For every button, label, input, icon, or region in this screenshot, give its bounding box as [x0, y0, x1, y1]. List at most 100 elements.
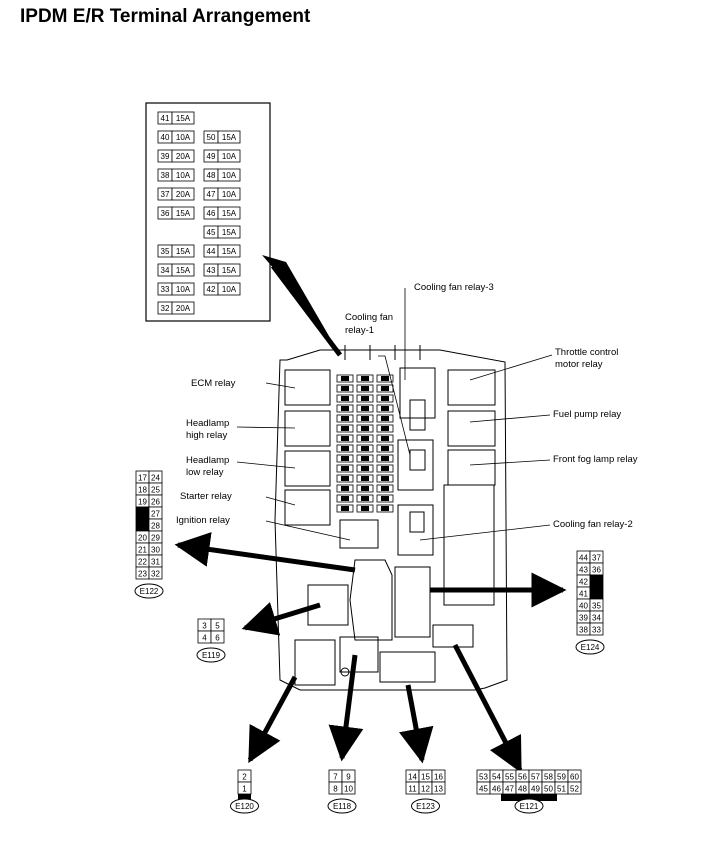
ignition-relay-label: Ignition relay — [176, 515, 230, 526]
terminal-cell — [589, 586, 604, 600]
mini-fuse-blade — [381, 406, 389, 411]
terminal-number: 28 — [151, 522, 160, 531]
fuse-rating: 15A — [222, 247, 237, 256]
mini-fuse-blade — [381, 486, 389, 491]
terminal-cell — [431, 781, 446, 795]
terminal-number: 33 — [592, 626, 601, 635]
mini-fuse-blade — [381, 476, 389, 481]
mini-fuse-blade — [361, 406, 369, 411]
mini-fuse-blade — [361, 446, 369, 451]
fuse-number: 35 — [161, 247, 170, 256]
mini-fuse-blade — [361, 496, 369, 501]
fuse-entry: 34 15A — [157, 263, 195, 277]
terminal-number: 27 — [151, 510, 160, 519]
terminal-number: 44 — [579, 554, 588, 563]
mini-fuse-blade — [361, 466, 369, 471]
connector-label-badge — [196, 647, 226, 663]
mini-fuse-blade — [341, 436, 349, 441]
fuse-rating: 10A — [222, 285, 237, 294]
mini-fuse-blade — [381, 396, 389, 401]
connector-label-badge — [327, 798, 357, 814]
terminal-number: 17 — [138, 474, 147, 483]
terminal-number: 15 — [421, 773, 430, 782]
terminal-number: 9 — [346, 773, 351, 782]
mini-fuse-blade — [341, 496, 349, 501]
terminal-number: 19 — [138, 498, 147, 507]
fuse-number: 40 — [161, 133, 170, 142]
terminal-number: 13 — [434, 785, 443, 794]
mini-fuse-blade — [361, 456, 369, 461]
terminal-number: 59 — [557, 773, 566, 782]
terminal-number: 3 — [202, 622, 207, 631]
fuse-rating: 15A — [222, 266, 237, 275]
fuse-block — [336, 374, 394, 513]
fuse-rating: 10A — [222, 152, 237, 161]
mini-fuse-blade — [341, 446, 349, 451]
terminal-cell — [341, 781, 356, 795]
terminal-number: 57 — [531, 773, 540, 782]
throttle-control-relay-label-1: Throttle control — [555, 347, 618, 358]
cooling-fan-relay-3-label: Cooling fan relay-3 — [414, 282, 494, 293]
fuse-number: 39 — [161, 152, 170, 161]
connector-label: E123 — [416, 802, 435, 811]
terminal-number: 25 — [151, 486, 160, 495]
fuse-rating: 15A — [176, 266, 191, 275]
mini-fuse-blade — [381, 426, 389, 431]
terminal-number: 5 — [215, 622, 220, 631]
mini-fuse-blade — [341, 396, 349, 401]
terminal-number: 31 — [151, 558, 160, 567]
terminal-number: 38 — [579, 626, 588, 635]
terminal-number: 11 — [408, 785, 417, 794]
fuse-number: 36 — [161, 209, 170, 218]
terminal-cell — [148, 566, 163, 580]
mini-fuse-blade — [341, 506, 349, 511]
terminal-number: 41 — [579, 590, 588, 599]
terminal-number: 60 — [570, 773, 579, 782]
mini-fuse-blade — [381, 386, 389, 391]
mini-fuse-blade — [361, 416, 369, 421]
connector-label-badge — [411, 798, 440, 814]
fuse-number: 38 — [161, 171, 170, 180]
connector-label: E120 — [235, 802, 254, 811]
mini-fuse-blade — [341, 406, 349, 411]
terminal-number: 53 — [479, 773, 488, 782]
fuse-rating: 15A — [222, 228, 237, 237]
terminal-cell — [589, 622, 604, 636]
fuse-number: 33 — [161, 285, 170, 294]
mini-fuse-blade — [361, 476, 369, 481]
fuse-rating: 20A — [176, 190, 191, 199]
mini-fuse-blade — [361, 436, 369, 441]
terminal-number: 1 — [242, 785, 247, 794]
terminal-number: 26 — [151, 498, 160, 507]
connector-label-badge — [514, 798, 544, 814]
mini-fuse-blade — [381, 376, 389, 381]
terminal-number: 54 — [492, 773, 501, 782]
terminal-number: 42 — [579, 578, 588, 587]
connector-label-badge — [134, 583, 164, 599]
terminal-number: 40 — [579, 602, 588, 611]
terminal-number: 10 — [344, 785, 353, 794]
mini-fuse-blade — [341, 416, 349, 421]
terminal-number: 55 — [505, 773, 514, 782]
terminal-number: 46 — [492, 785, 501, 794]
mini-fuse-blade — [381, 506, 389, 511]
mini-fuse-blade — [341, 486, 349, 491]
fuse-number: 34 — [161, 266, 170, 275]
starter-relay-label: Starter relay — [180, 491, 232, 502]
terminal-number: 16 — [434, 773, 443, 782]
fuse-rating: 15A — [222, 209, 237, 218]
terminal-number: 30 — [151, 546, 160, 555]
fuse-rating: 15A — [176, 209, 191, 218]
